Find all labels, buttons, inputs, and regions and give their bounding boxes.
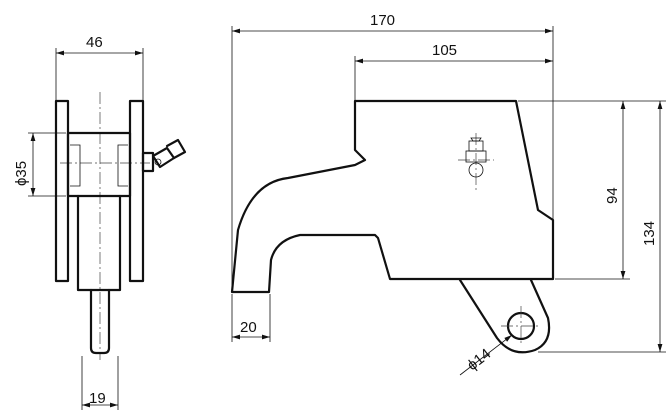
grease-nipple-side [458, 133, 494, 190]
right-side-plate [128, 99, 145, 283]
shaft-label: 19 [89, 390, 106, 407]
pin-hole-label: ϕ14 [464, 345, 494, 374]
bore-outline-right [117, 144, 128, 187]
body-height-label: 94 [604, 187, 621, 204]
left-side-plate [54, 99, 70, 283]
side-view: 170 105 20 94 134 [230, 12, 666, 376]
dimension-tip: 20 [231, 294, 271, 342]
shaft [89, 288, 111, 355]
dimension-body-length: 105 [354, 42, 553, 100]
dimension-shaft: 19 [81, 356, 119, 410]
dimension-width: 46 [55, 34, 144, 100]
tip-label: 20 [240, 319, 257, 336]
dimension-body-height: 94 [518, 100, 630, 280]
dimension-bore: ϕ35 [13, 132, 66, 197]
bore-outline [70, 144, 81, 187]
bore-label: ϕ35 [13, 161, 30, 186]
dimension-overall-height: 134 [538, 100, 666, 353]
dimension-pin-hole: ϕ14 [459, 334, 513, 376]
body-length-label: 105 [432, 42, 457, 59]
overall-length-label: 170 [370, 12, 395, 29]
front-view: 46 ϕ35 19 [13, 34, 187, 410]
dimension-overall-length: 170 [231, 12, 554, 290]
grease-nipple-front [141, 138, 187, 173]
center-block [66, 131, 132, 198]
side-body-outline [230, 99, 555, 294]
pin-arm [458, 278, 551, 354]
overall-height-label: 134 [641, 221, 658, 246]
width-label: 46 [86, 34, 103, 51]
lower-body [76, 194, 122, 292]
